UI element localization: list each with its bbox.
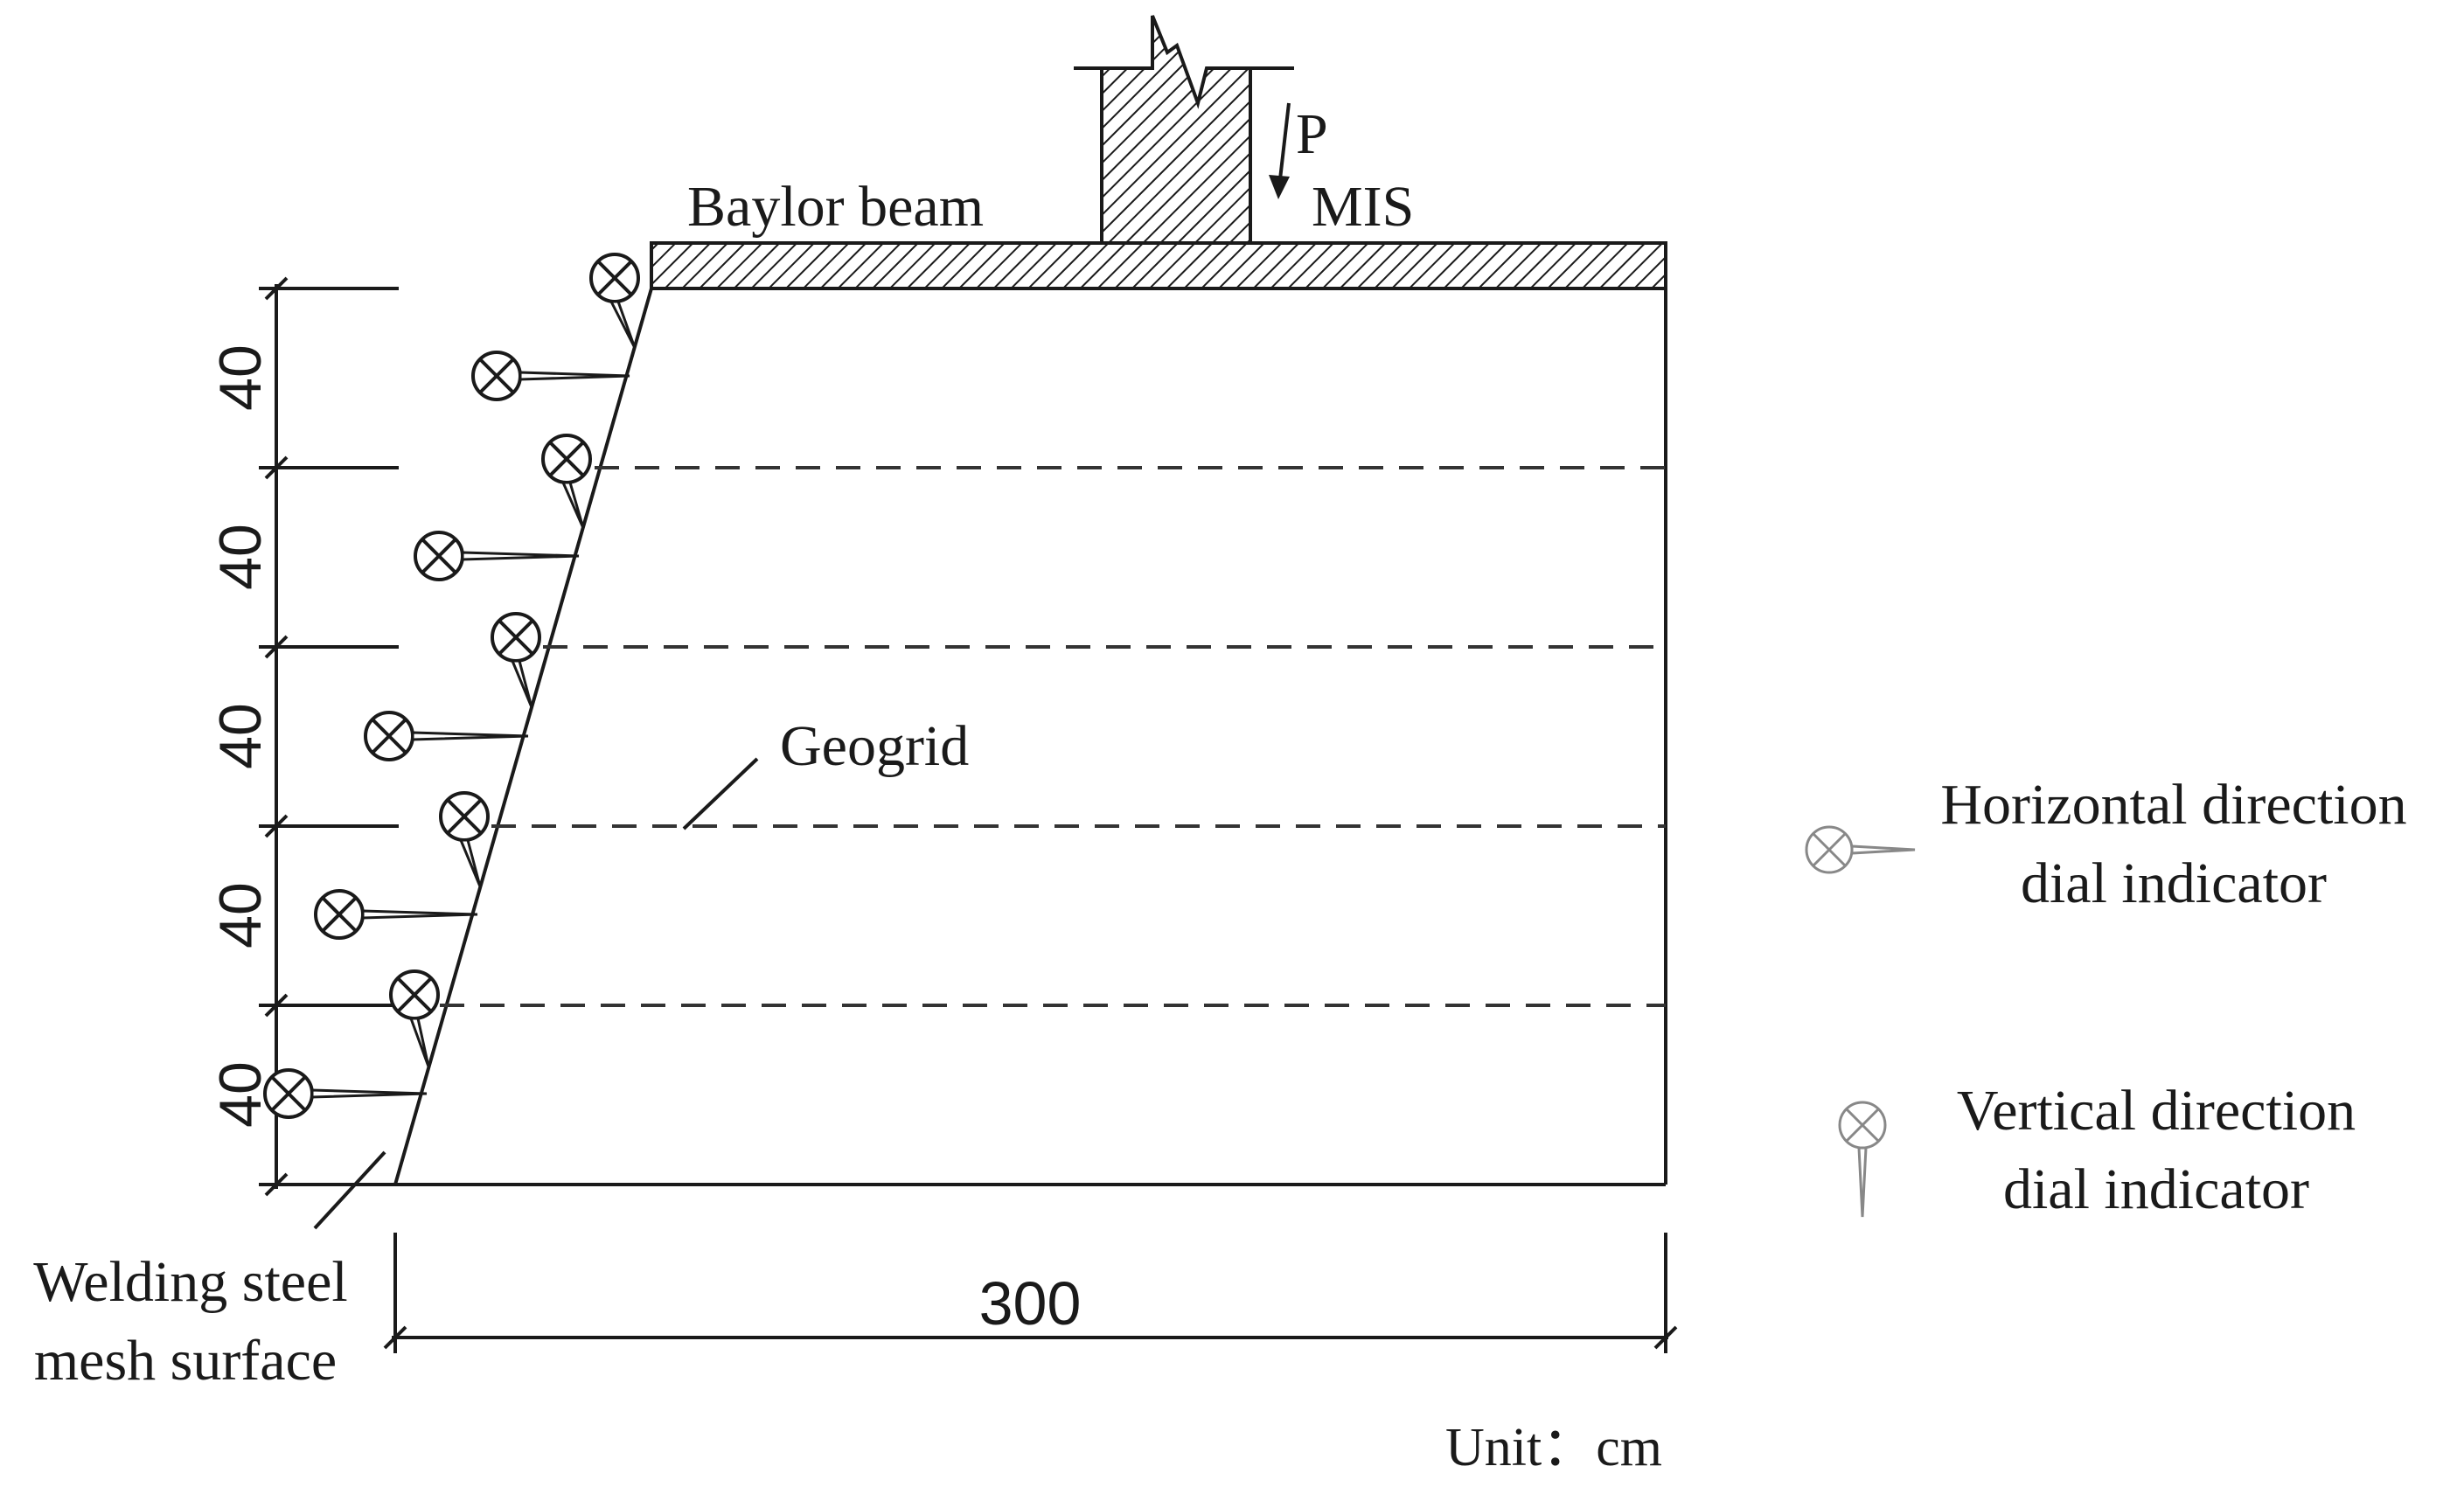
layer-thickness-labels: 40 40 40 40 40 [207, 344, 274, 1128]
width-label: 300 [979, 1269, 1082, 1338]
horizontal-dial-indicator-icon [1805, 825, 1916, 874]
vertical-dial-indicator-icon [1838, 1101, 1887, 1218]
dial-indicator-stem [510, 659, 533, 708]
horizontal-dial-indicator [364, 711, 529, 761]
layer-thickness-label: 40 [207, 344, 274, 411]
dial-indicator-stem [560, 481, 585, 529]
dial-indicator-stem [458, 838, 482, 887]
facing-label-line2: mesh surface [34, 1329, 337, 1393]
legend-vertical-line2: dial indicator [2003, 1157, 2309, 1221]
layer-thickness-label: 40 [207, 1061, 274, 1128]
legend: Horizontal direction dial indicator Vert… [1805, 773, 2407, 1221]
horizontal-dial-indicator [263, 1068, 428, 1119]
dial-indicator-stem [408, 1017, 430, 1067]
layer-thickness-label: 40 [207, 882, 274, 949]
vertical-dial-indicator [389, 969, 440, 1067]
facing-label-line1: Welding steel [33, 1250, 347, 1314]
geogrid-leader [682, 757, 759, 830]
dial-indicator-stem [609, 300, 637, 349]
mis-label: MIS [1312, 175, 1414, 239]
dial-indicator-stem [519, 371, 630, 381]
vertical-dial-indicator [541, 434, 592, 529]
legend-vertical-line1: Vertical direction [1957, 1079, 2356, 1143]
load-arrow [1269, 102, 1291, 199]
dial-indicator-stem [310, 1088, 428, 1099]
baylor-beam [650, 241, 1667, 290]
unit-label: Unit：cm [1445, 1418, 1662, 1477]
load-label: P [1296, 102, 1328, 166]
vertical-dial-indicator [439, 791, 490, 887]
vertical-dial-indicator [491, 612, 541, 708]
dial-indicator-stem [461, 551, 580, 561]
soil-block [393, 287, 1667, 1186]
width-dimension [383, 1233, 1678, 1353]
facing-leader [313, 1150, 386, 1230]
dial-indicator-stem [361, 909, 478, 920]
legend-horizontal-line1: Horizontal direction [1940, 773, 2406, 837]
layer-thickness-label: 40 [207, 524, 274, 590]
loading-column [1074, 15, 1294, 245]
dimension-ticks [259, 276, 399, 1197]
horizontal-dial-indicator [471, 351, 630, 401]
layer-thickness-label: 40 [207, 703, 274, 769]
legend-horizontal-line2: dial indicator [2021, 851, 2327, 915]
vertical-dial-indicator [589, 253, 640, 349]
dial-indicator-stem [411, 731, 529, 741]
geogrid-label: Geogrid [780, 714, 969, 778]
dial-indicators [263, 253, 640, 1119]
geogrid-layers [440, 466, 1666, 1007]
horizontal-dial-indicator [414, 531, 580, 581]
beam-label: Baylor beam [687, 175, 984, 239]
horizontal-dial-indicator [314, 889, 478, 940]
vertical-dimension-chain [259, 276, 399, 1197]
